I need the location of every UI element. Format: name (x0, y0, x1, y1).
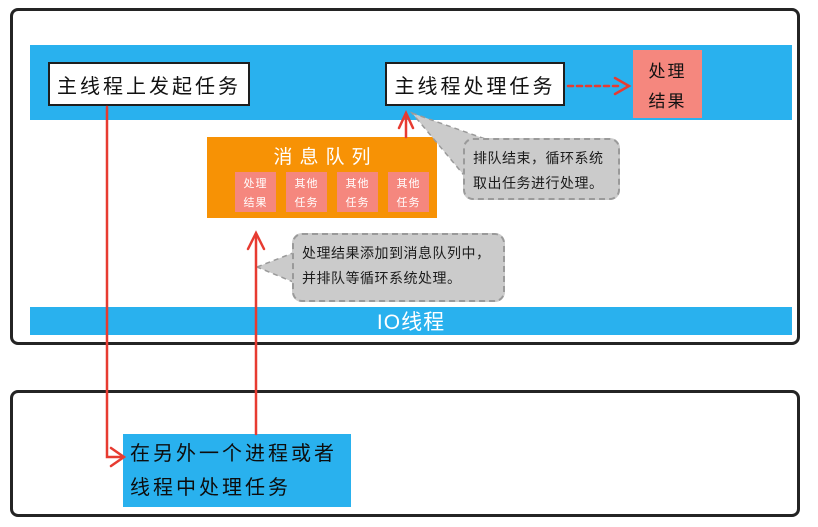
queue-item-line2: 任务 (294, 196, 319, 209)
worker-box-line2: 线程中处理任务 (130, 477, 291, 499)
enqueue-callout-line2: 并排队等循环系统处理。 (302, 269, 462, 286)
io-thread-bar: IO线程 (30, 307, 792, 335)
queue-item-line1: 其他 (345, 177, 370, 190)
queue-item: 处理 结果 (235, 172, 276, 212)
queue-item-line2: 结果 (243, 196, 268, 209)
dequeue-callout-line2: 取出任务进行处理。 (473, 174, 604, 191)
queue-item-line2: 任务 (345, 196, 370, 209)
initiate-task-box: 主线程上发起任务 (48, 62, 250, 106)
dequeue-callout: 排队结束，循环系统 取出任务进行处理。 (463, 138, 620, 200)
enqueue-callout: 处理结果添加到消息队列中， 并排队等循环系统处理。 (292, 233, 505, 302)
worker-box: 在另外一个进程或者 线程中处理任务 (123, 434, 351, 507)
queue-item: 其他 任务 (388, 172, 429, 212)
queue-item: 其他 任务 (286, 172, 327, 212)
queue-item-line1: 处理 (243, 177, 268, 190)
process-task-box: 主线程处理任务 (385, 62, 565, 106)
message-queue-title: 消息队列 (273, 147, 378, 168)
result-box-line2: 结果 (648, 91, 687, 111)
queue-item-line2: 任务 (396, 196, 421, 209)
result-box: 处理 结果 (633, 50, 702, 118)
queue-item: 其他 任务 (337, 172, 378, 212)
main-process-panel (10, 8, 800, 345)
message-queue-box: 消息队列 处理 结果 其他 任务 其他 任务 其他 任务 (207, 137, 437, 218)
queue-item-line1: 其他 (396, 177, 421, 190)
dequeue-callout-line1: 排队结束，循环系统 (473, 150, 604, 166)
message-queue-items: 处理 结果 其他 任务 其他 任务 其他 任务 (235, 172, 429, 212)
result-box-line1: 处理 (648, 61, 687, 81)
queue-item-line1: 其他 (294, 177, 319, 190)
worker-box-line1: 在另外一个进程或者 (130, 443, 337, 465)
worker-panel (10, 390, 800, 517)
enqueue-callout-line1: 处理结果添加到消息队列中， (302, 245, 491, 261)
